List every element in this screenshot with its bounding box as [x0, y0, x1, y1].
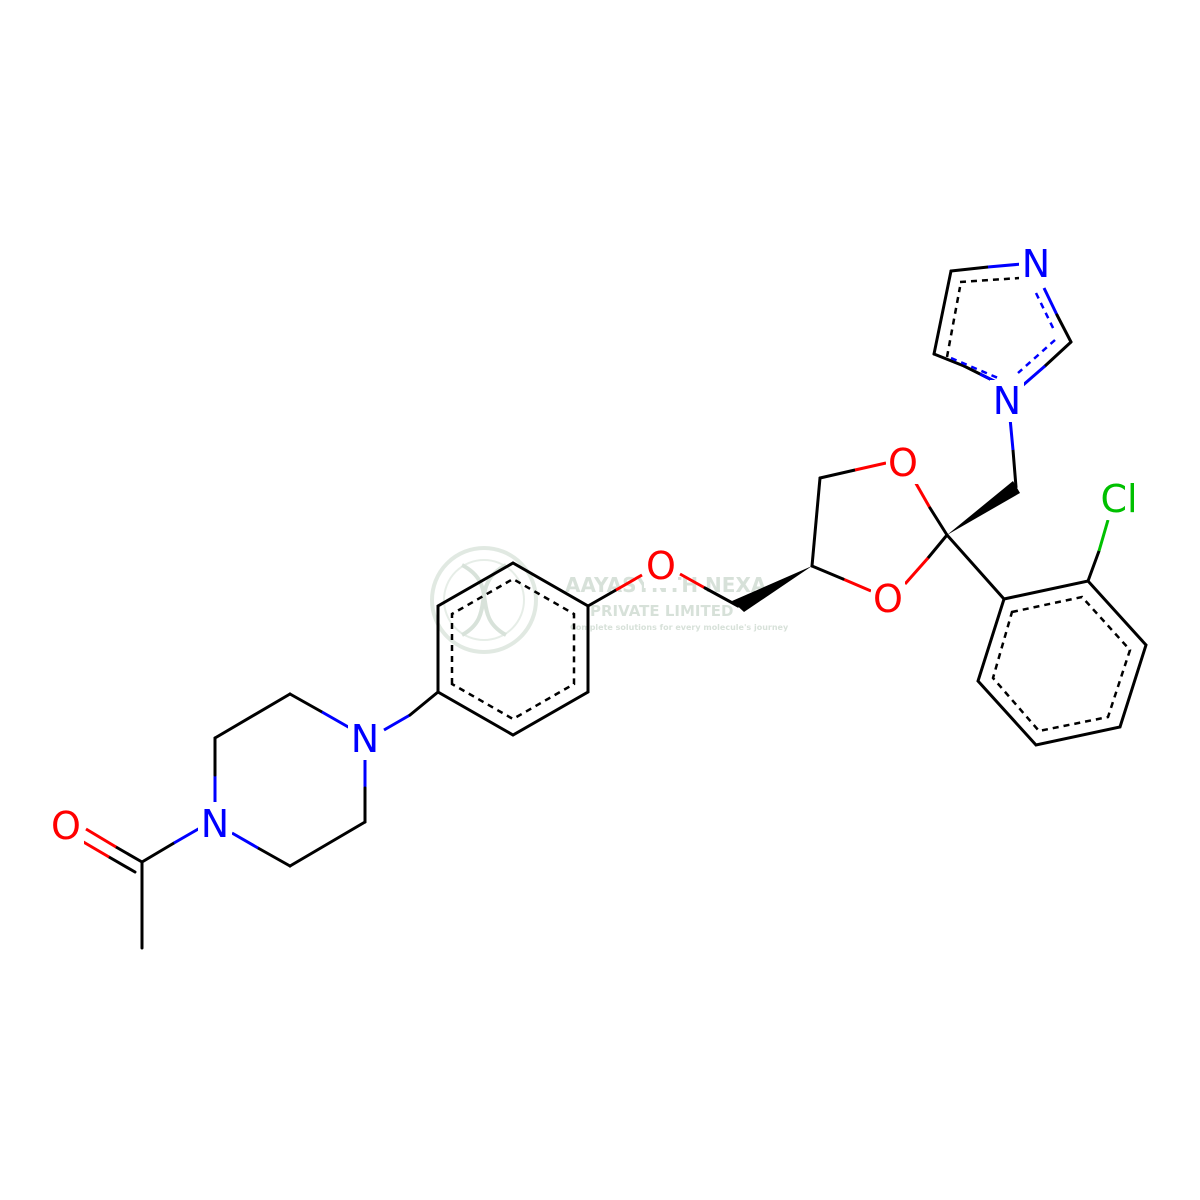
chlorophenyl-ring	[945, 519, 1148, 747]
atom-labels: O N N O O O N N Cl	[50, 242, 1142, 848]
imidazole-ring	[932, 262, 1073, 489]
dioxolane-ring	[810, 461, 949, 593]
wedge-bond-ch2	[732, 566, 812, 612]
atom-label-o-carbonyl: O	[51, 804, 81, 848]
acetyl-group	[79, 826, 201, 950]
phenyl-ring-para	[436, 561, 740, 737]
watermark-line2: PRIVATE LIMITED	[590, 602, 733, 620]
atom-label-o-dioxolane-1: O	[888, 441, 918, 485]
atom-label-n-imidazole-3: N	[1022, 242, 1050, 286]
piperazine-ring	[213, 690, 440, 868]
atom-label-n-piperazine-4: N	[351, 717, 379, 761]
atom-label-n-piperazine-1: N	[201, 802, 229, 846]
wedge-bond-c2	[947, 481, 1020, 535]
atom-label-n-imidazole-1: N	[993, 379, 1021, 423]
atom-label-o-dioxolane-3: O	[873, 577, 903, 621]
atom-label-o-ether: O	[646, 544, 676, 588]
watermark-line3: Complete solutions for every molecule's …	[570, 623, 789, 632]
atom-label-cl: Cl	[1100, 477, 1137, 521]
